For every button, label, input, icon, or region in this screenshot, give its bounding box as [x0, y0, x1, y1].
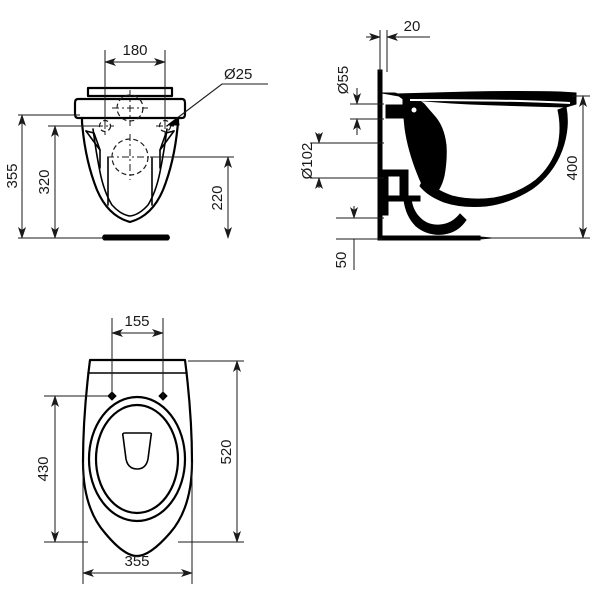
- plan-dim-430: 430: [35, 395, 108, 543]
- side-dim-20: 20: [366, 18, 430, 72]
- front-dim-220-label: 220: [209, 185, 226, 210]
- plan-dim-155-label: 155: [124, 313, 149, 330]
- front-flush-opening: [112, 90, 148, 126]
- plan-dim-430-label: 430: [35, 456, 52, 481]
- front-dim-d25-label: Ø25: [224, 66, 252, 83]
- plan-view: 155 430 520 355: [35, 313, 244, 584]
- front-throat-lines: [107, 157, 153, 206]
- front-elevation-view: 180 Ø25 355 320: [4, 42, 268, 241]
- plan-dim-355: 355: [82, 462, 193, 584]
- side-rim-ring-detail: [410, 106, 418, 114]
- front-dim-320: 320: [36, 125, 98, 239]
- side-rim-profile: [394, 91, 577, 108]
- side-trap-curve: [403, 197, 467, 235]
- side-dim-20-label: 20: [404, 18, 421, 35]
- front-bowl-outline: [80, 116, 180, 224]
- side-dim-400: 400: [482, 95, 590, 239]
- side-dim-50: 50: [333, 206, 384, 270]
- front-outlet-opening: [107, 134, 153, 180]
- side-section-view: 20 Ø55 Ø102: [299, 18, 590, 270]
- front-bowl-inner-line: [92, 128, 168, 217]
- side-rim-inner-line: [409, 99, 571, 104]
- front-dim-220: 220: [150, 156, 234, 239]
- plan-dim-520-label: 520: [218, 439, 235, 464]
- plan-seat-ring-outer: [87, 395, 187, 523]
- plan-seat-outline: [81, 358, 194, 558]
- side-bowl-shell: [419, 106, 568, 207]
- front-seat-plate: [73, 97, 187, 120]
- side-wall-face: [377, 69, 383, 241]
- side-dim-50-label: 50: [333, 252, 350, 269]
- side-wall-blocks: [381, 169, 421, 216]
- front-dim-d25: Ø25: [166, 66, 268, 126]
- front-dim-180: 180: [104, 42, 166, 128]
- front-dim-180-label: 180: [122, 42, 147, 59]
- front-rib-right: [159, 130, 175, 169]
- plan-tongue-detail: [121, 432, 153, 470]
- side-dim-d102: Ø102: [299, 132, 384, 189]
- front-rib-left: [85, 130, 101, 169]
- plan-dim-520: 520: [178, 360, 244, 543]
- plan-dim-155: 155: [111, 313, 164, 398]
- front-dim-355: 355: [4, 114, 104, 239]
- side-dim-d55: Ø55: [335, 66, 384, 135]
- side-dim-400-label: 400: [564, 155, 581, 180]
- side-dim-d55-label: Ø55: [335, 66, 352, 94]
- front-floor-bar: [102, 234, 170, 241]
- plan-dim-355-label: 355: [124, 553, 149, 570]
- front-dim-320-label: 320: [36, 169, 53, 194]
- front-lid-outline: [86, 86, 174, 98]
- front-dim-355-label: 355: [4, 163, 21, 188]
- plan-seat-ring-inner: [94, 403, 180, 515]
- side-dim-d102-label: Ø102: [299, 143, 316, 180]
- side-floor-bar: [381, 235, 493, 241]
